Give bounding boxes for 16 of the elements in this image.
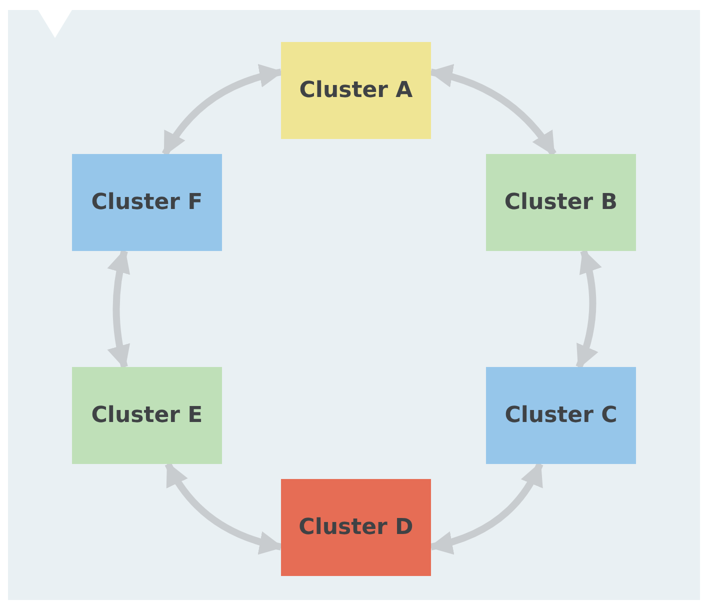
node-label: Cluster E bbox=[91, 403, 203, 428]
cluster-box bbox=[486, 154, 636, 251]
cluster-box bbox=[486, 367, 636, 464]
node-label: Cluster C bbox=[504, 403, 618, 428]
double-arrow bbox=[162, 64, 284, 156]
double-arrow bbox=[108, 248, 131, 370]
node-label: Cluster B bbox=[504, 190, 618, 215]
double-arrow bbox=[576, 248, 602, 370]
cluster-box bbox=[281, 42, 431, 139]
double-arrow bbox=[164, 462, 284, 554]
cluster-box bbox=[72, 367, 222, 464]
node-label: Cluster D bbox=[298, 515, 414, 540]
cluster-box bbox=[281, 479, 431, 576]
node-label: Cluster A bbox=[299, 78, 413, 103]
node-label: Cluster F bbox=[91, 190, 203, 215]
cluster-box bbox=[72, 154, 222, 251]
